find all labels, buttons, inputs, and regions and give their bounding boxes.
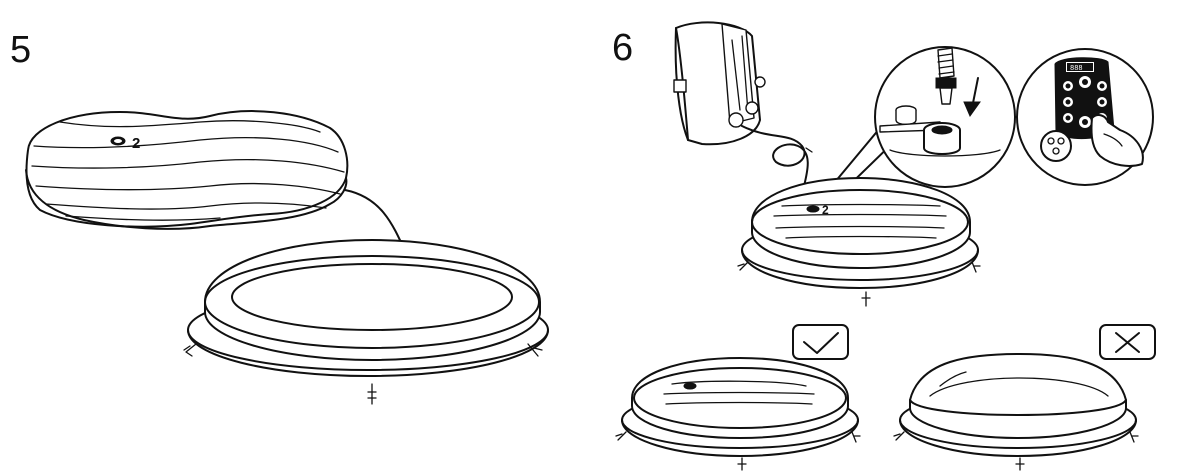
spa-base xyxy=(183,239,549,405)
incorrect-example xyxy=(893,324,1156,471)
step-5-valve-callout: 2 xyxy=(132,135,140,152)
panel-display: 888 xyxy=(1070,65,1083,73)
correct-example xyxy=(615,324,861,471)
step-6-valve-callout: 2 xyxy=(822,203,829,217)
step-5-number: 5 xyxy=(10,29,31,71)
step-6: 6 xyxy=(612,21,1156,471)
step-5: 5 2 xyxy=(10,29,549,405)
deflated-cover: 2 xyxy=(25,110,349,230)
control-panel-detail: 888 xyxy=(1016,48,1154,186)
spa-inflating: 2 xyxy=(737,177,981,307)
checkmark-icon xyxy=(803,332,839,354)
cross-icon xyxy=(1115,332,1140,353)
tie-down-straps xyxy=(183,343,543,405)
checkmark-box xyxy=(792,324,849,360)
valve-detail xyxy=(874,46,1016,188)
pump-unit xyxy=(673,21,815,209)
step-6-number: 6 xyxy=(612,27,633,69)
